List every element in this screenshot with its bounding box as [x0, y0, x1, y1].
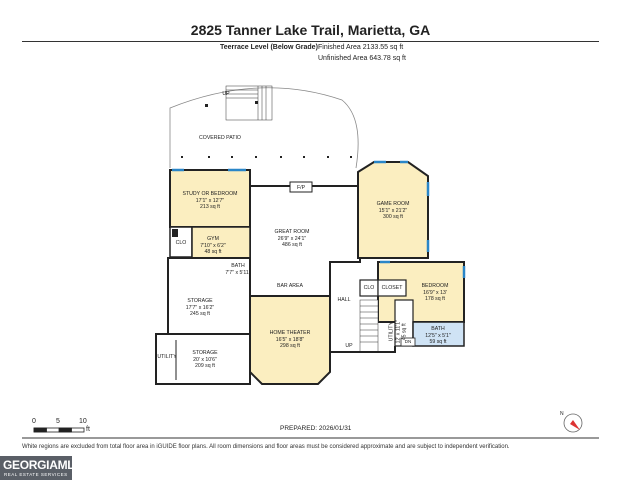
- scale-tick-0: 0: [32, 418, 36, 425]
- dn-landing: [400, 337, 416, 347]
- fireplace-label: F/P: [296, 185, 306, 191]
- hall-stairs: [359, 299, 379, 353]
- patio-posts: [181, 101, 352, 158]
- patio-stairs: [225, 85, 273, 121]
- footer-disclaimer: White regions are excluded from total fl…: [22, 444, 510, 450]
- fireplace: [289, 181, 313, 193]
- clo-right-label: CLO: [363, 285, 375, 291]
- logo-tag: REAL ESTATE SERVICES: [4, 472, 68, 477]
- closet-room: [377, 279, 407, 297]
- compass-label: N: [560, 411, 564, 417]
- storage-b-room: [155, 333, 251, 385]
- header-divider: [22, 41, 599, 42]
- covered-patio-label: COVERED PATIO: [199, 135, 241, 141]
- gym-room: [191, 226, 251, 261]
- level-label: Teerrace Level (Below Grade): [220, 44, 318, 51]
- page-title: 2825 Tanner Lake Trail, Marietta, GA: [190, 22, 431, 38]
- finished-area: Finished Area 2133.55 sq ft: [318, 44, 404, 51]
- closet-label: CLOSET: [381, 285, 403, 291]
- scale-tick-5: 5: [56, 418, 60, 425]
- bar-area-label: BAR AREA: [277, 283, 303, 289]
- clo-left-label: CLO: [175, 240, 187, 246]
- scale-unit: ft: [86, 426, 90, 433]
- scale-tick-10: 10: [79, 418, 87, 425]
- column: [172, 229, 178, 237]
- hall-up-label: UP: [345, 343, 353, 349]
- mls-logo: GEORGIAMLS REAL ESTATE SERVICES: [0, 456, 82, 480]
- windows: [172, 160, 466, 278]
- dn-label: DN: [404, 339, 412, 344]
- bath-right-room: [412, 321, 465, 347]
- stairs-up-label: UP: [222, 91, 230, 97]
- covered-patio-outline: [169, 87, 359, 169]
- logo-main: GEORGIAMLS: [3, 458, 83, 472]
- storage-a-room: [167, 257, 251, 335]
- compass-icon: [563, 413, 583, 433]
- hall-wall: [329, 262, 396, 353]
- prepared-date: PREPARED: 2026/01/31: [280, 425, 352, 432]
- hall-label: HALL: [337, 297, 351, 303]
- unfinished-area: Unfinished Area 643.78 sq ft: [318, 55, 406, 62]
- utility-left-label: UTILITY: [157, 354, 177, 360]
- scale-bar: [33, 427, 85, 433]
